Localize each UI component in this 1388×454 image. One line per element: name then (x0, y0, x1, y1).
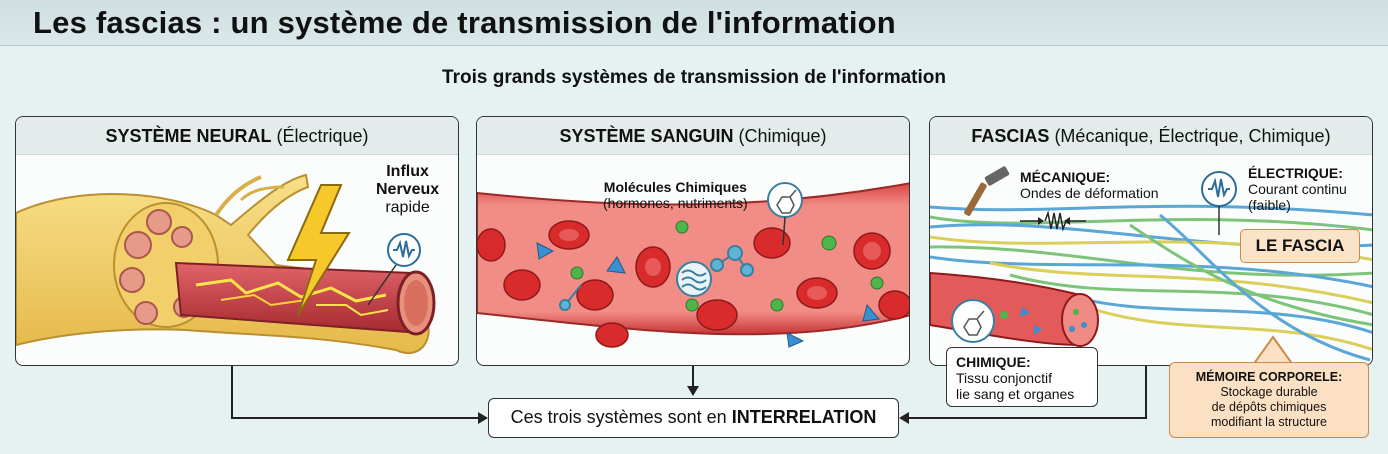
interrelation-bold: INTERRELATION (731, 407, 877, 427)
neural-label: Influx Nerveux rapide (376, 163, 439, 217)
panel-neural-subtitle: (Électrique) (271, 126, 369, 146)
neural-label-line1: Influx (386, 163, 429, 180)
fascia-illustration (930, 166, 1372, 365)
memoire-line2: de dépôts chimiques (1211, 400, 1327, 414)
mecanique-title: MÉCANIQUE: (1020, 169, 1111, 185)
chimique-line2: lie sang et organes (956, 386, 1075, 402)
electrique-line2: (faible) (1248, 197, 1291, 213)
panel-neural-title: SYSTÈME NEURAL (105, 126, 272, 146)
nerve-illustration (16, 173, 436, 355)
electrique-line1: Courant continu (1248, 181, 1347, 197)
chimique-box: CHIMIQUE: Tissu conjonctif lie sang et o… (946, 347, 1098, 407)
sanguin-label-line1: Molécules Chimiques (603, 179, 747, 195)
chimique-line1: Tissu conjonctif (956, 370, 1052, 386)
wave-pulse-icon (676, 261, 712, 297)
panel-sanguin-title: SYSTÈME SANGUIN (559, 126, 734, 146)
panel-fascias-subtitle: (Mécanique, Électrique, Chimique) (1049, 126, 1331, 146)
molecule-icon (951, 299, 995, 343)
electrique-title: ÉLECTRIQUE: (1248, 165, 1343, 181)
panel-fascias: FASCIAS (Mécanique, Électrique, Chimique… (929, 116, 1373, 366)
neural-label-line3: rapide (385, 199, 430, 216)
panel-sanguin-header: SYSTÈME SANGUIN (Chimique) (477, 117, 909, 155)
sanguin-label-line2: (hormones, nutriments) (603, 195, 748, 211)
panel-sanguin: SYSTÈME SANGUIN (Chimique) (476, 116, 910, 366)
memoire-line3: modifiant la structure (1210, 415, 1328, 429)
panel-fascias-title: FASCIAS (971, 126, 1050, 146)
panel-fascias-header: FASCIAS (Mécanique, Électrique, Chimique… (930, 117, 1372, 155)
panel-neural-header: SYSTÈME NEURAL (Électrique) (16, 117, 458, 155)
neural-label-line2: Nerveux (376, 181, 440, 198)
interrelation-box: Ces trois systèmes sont en INTERRELATION (488, 398, 899, 438)
sanguin-label: Molécules Chimiques (hormones, nutriment… (603, 179, 748, 211)
panel-sanguin-subtitle: (Chimique) (733, 126, 827, 146)
fascia-label-box: LE FASCIA (1240, 229, 1360, 263)
mecanique-label: MÉCANIQUE: Ondes de déformation (1020, 169, 1159, 201)
panel-neural: SYSTÈME NEURAL (Électrique) (15, 116, 459, 366)
chimique-title: CHIMIQUE: (956, 354, 1031, 370)
memoire-box: MÉMOIRE CORPORELE: Stockage durable de d… (1169, 362, 1369, 438)
memoire-line1: Stockage durable (1220, 385, 1318, 399)
title-bar: Les fascias : un système de transmission… (0, 0, 1388, 46)
mecanique-text: Ondes de déformation (1020, 185, 1159, 201)
blood-vessel-illustration (477, 182, 909, 348)
interrelation-text: Ces trois systèmes sont en (510, 407, 732, 427)
electrique-label: ÉLECTRIQUE: Courant continu (faible) (1248, 165, 1347, 213)
wave-pulse-icon (367, 233, 421, 306)
hammer-icon (964, 166, 1010, 216)
memoire-title: MÉMOIRE CORPORELE: (1195, 370, 1343, 384)
subtitle: Trois grands systèmes de transmission de… (442, 67, 946, 88)
arrow-icon (1020, 210, 1086, 232)
molecule-icon (767, 182, 803, 246)
lightning-icon (286, 184, 351, 316)
page-title: Les fascias : un système de transmission… (33, 5, 896, 40)
wave-pulse-icon (1201, 171, 1237, 235)
